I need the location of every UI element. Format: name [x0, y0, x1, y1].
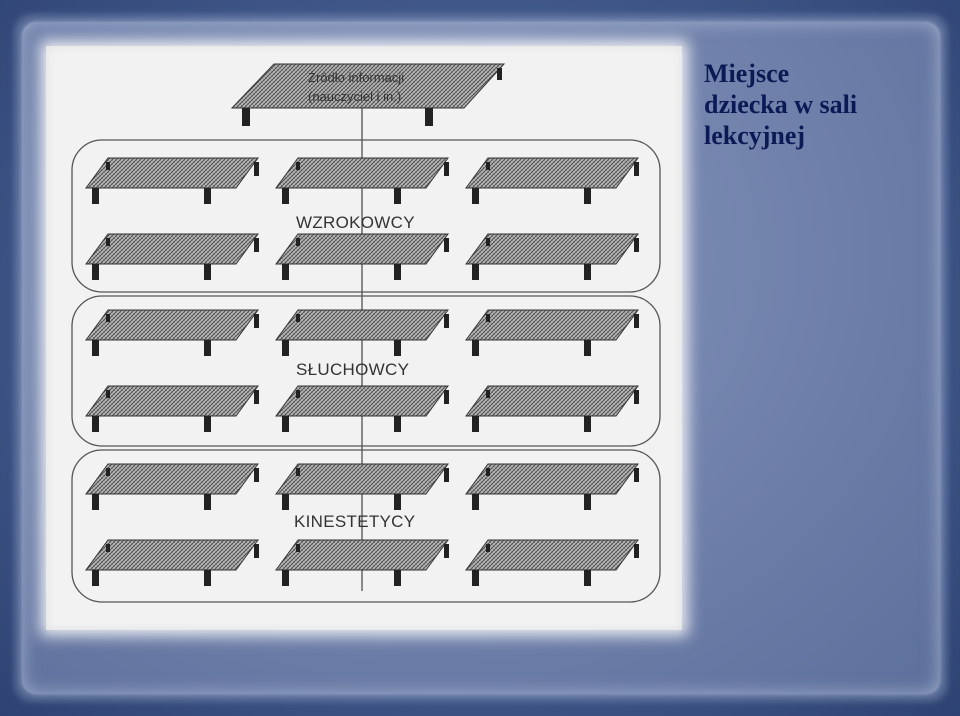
student-desk [85, 385, 259, 432]
student-desk [275, 157, 449, 204]
student-desk [465, 233, 639, 280]
student-desk [85, 309, 259, 356]
student-desk [465, 157, 639, 204]
source-label-line1: Źródło informacji [308, 70, 404, 85]
student-desk [465, 309, 639, 356]
student-desk [275, 539, 449, 586]
group-label-wzrokowcy: WZROKOWCY [296, 213, 415, 232]
source-label-line2: (nauczyciel i in.) [308, 89, 401, 104]
classroom-diagram-card: Źródło informacji (nauczyciel i in.) WZR… [46, 46, 682, 630]
group-label-kinestetycy: KINESTETYCY [294, 512, 415, 531]
student-desk [465, 385, 639, 432]
student-desk [465, 539, 639, 586]
student-desk [275, 233, 449, 280]
student-desk [85, 463, 259, 510]
student-desks [85, 157, 639, 586]
group-frame-kinestetycy [71, 449, 661, 603]
student-desk [275, 385, 449, 432]
group-label-sluchowcy: SŁUCHOWCY [296, 360, 409, 379]
student-desk [275, 463, 449, 510]
source-desk: Źródło informacji (nauczyciel i in.) [230, 63, 506, 126]
student-desk [85, 233, 259, 280]
student-desk [275, 309, 449, 356]
student-desk [85, 157, 259, 204]
student-desk [85, 539, 259, 586]
group-frame-wzrokowcy [71, 139, 661, 293]
slide-title: Miejsce dziecka w sali lekcyjnej [704, 59, 858, 150]
student-desk [465, 463, 639, 510]
group-frame-sluchowcy [71, 295, 661, 447]
classroom-diagram: Źródło informacji (nauczyciel i in.) WZR… [71, 63, 661, 603]
